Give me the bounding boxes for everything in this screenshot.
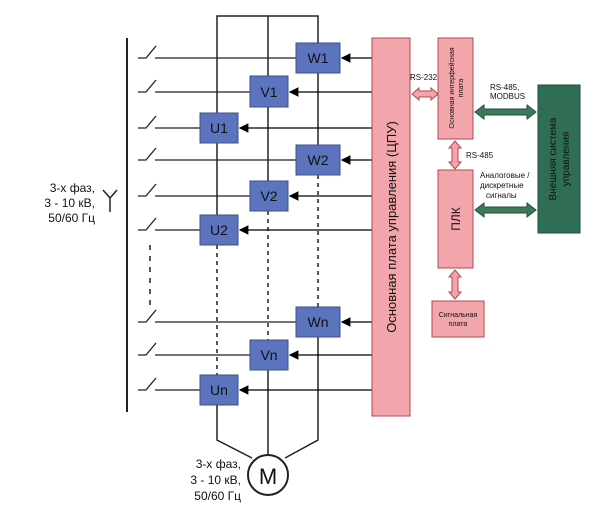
analog-label-line1: Аналоговые /	[480, 171, 530, 180]
cell-v2	[249, 180, 289, 212]
motor-leads	[216, 428, 319, 459]
cell-un-label: Un	[210, 382, 228, 398]
analog-link-arrow	[474, 201, 537, 219]
signal-board-line2: плата	[449, 321, 468, 328]
cell-vn-label: Vn	[260, 347, 277, 363]
external-system-line1: Внешняя система	[548, 117, 559, 200]
cell-wn-label: Wn	[308, 314, 329, 330]
interface-board-line2: плата	[458, 79, 465, 98]
cell-u1-label: U1	[210, 120, 228, 136]
input-supply-line3: 50/60 Гц	[48, 211, 95, 225]
rs232-link-arrow	[411, 86, 439, 102]
plc-signal-link-arrow	[447, 269, 463, 300]
cell-w2	[295, 144, 341, 176]
phase-links	[216, 43, 319, 438]
cell-v1-label: V1	[260, 84, 277, 100]
cell-vn	[249, 339, 289, 371]
modbus-label-line2: MODBUS	[490, 92, 525, 101]
rs485-label: RS-485	[466, 151, 494, 160]
signal-board-line1: Сигнальная	[439, 312, 478, 319]
motor-label: M	[259, 464, 277, 489]
input-supply-line2: 3 - 10 кВ,	[44, 196, 95, 210]
cell-un	[199, 374, 239, 406]
green-links	[474, 103, 537, 219]
interface-board	[437, 37, 474, 140]
cell-v1	[249, 75, 289, 108]
cell-v2-label: V2	[260, 188, 277, 204]
modbus-label-line1: RS-485,	[490, 83, 519, 92]
output-supply-line3: 50/60 Гц	[194, 489, 241, 503]
input-switches	[138, 45, 163, 391]
cell-u1	[199, 112, 239, 144]
cell-u2	[199, 214, 239, 246]
main-control-board-label: Основная плата управления (ЦПУ)	[384, 121, 399, 333]
output-supply-line2: 3 - 10 кВ,	[190, 473, 241, 487]
input-supply-line1: 3-х фаз,	[50, 181, 95, 195]
modbus-link-arrow	[474, 103, 537, 121]
rs232-label: RS-232	[410, 73, 438, 82]
output-supply-line1: 3-х фаз,	[196, 457, 241, 471]
signal-board	[431, 300, 485, 338]
external-control-system	[537, 84, 581, 234]
cell-u2-label: U2	[210, 222, 228, 238]
plc-block	[437, 169, 474, 269]
motor-symbol	[247, 454, 289, 496]
analog-label-line2: дискретные	[480, 181, 524, 190]
plc-label: ПЛК	[449, 207, 463, 231]
cell-w1	[295, 42, 341, 74]
main-control-board	[371, 37, 411, 417]
analog-label-line3: сигналы	[486, 191, 517, 200]
cell-w1-label: W1	[308, 50, 329, 66]
rs485-link-arrow	[447, 140, 463, 170]
control-arrows	[238, 53, 372, 395]
pink-links	[411, 86, 463, 300]
feed-lines	[163, 57, 296, 391]
input-wye-symbol	[102, 189, 118, 212]
cell-wn	[295, 306, 341, 338]
external-system-line2: управления	[561, 132, 572, 187]
cell-w2-label: W2	[308, 152, 329, 168]
interface-board-line1: Основная интерфейсная	[448, 47, 456, 128]
power-cells: W1 V1 U1 W2 V2 U2 Wn Vn Un	[199, 42, 341, 406]
